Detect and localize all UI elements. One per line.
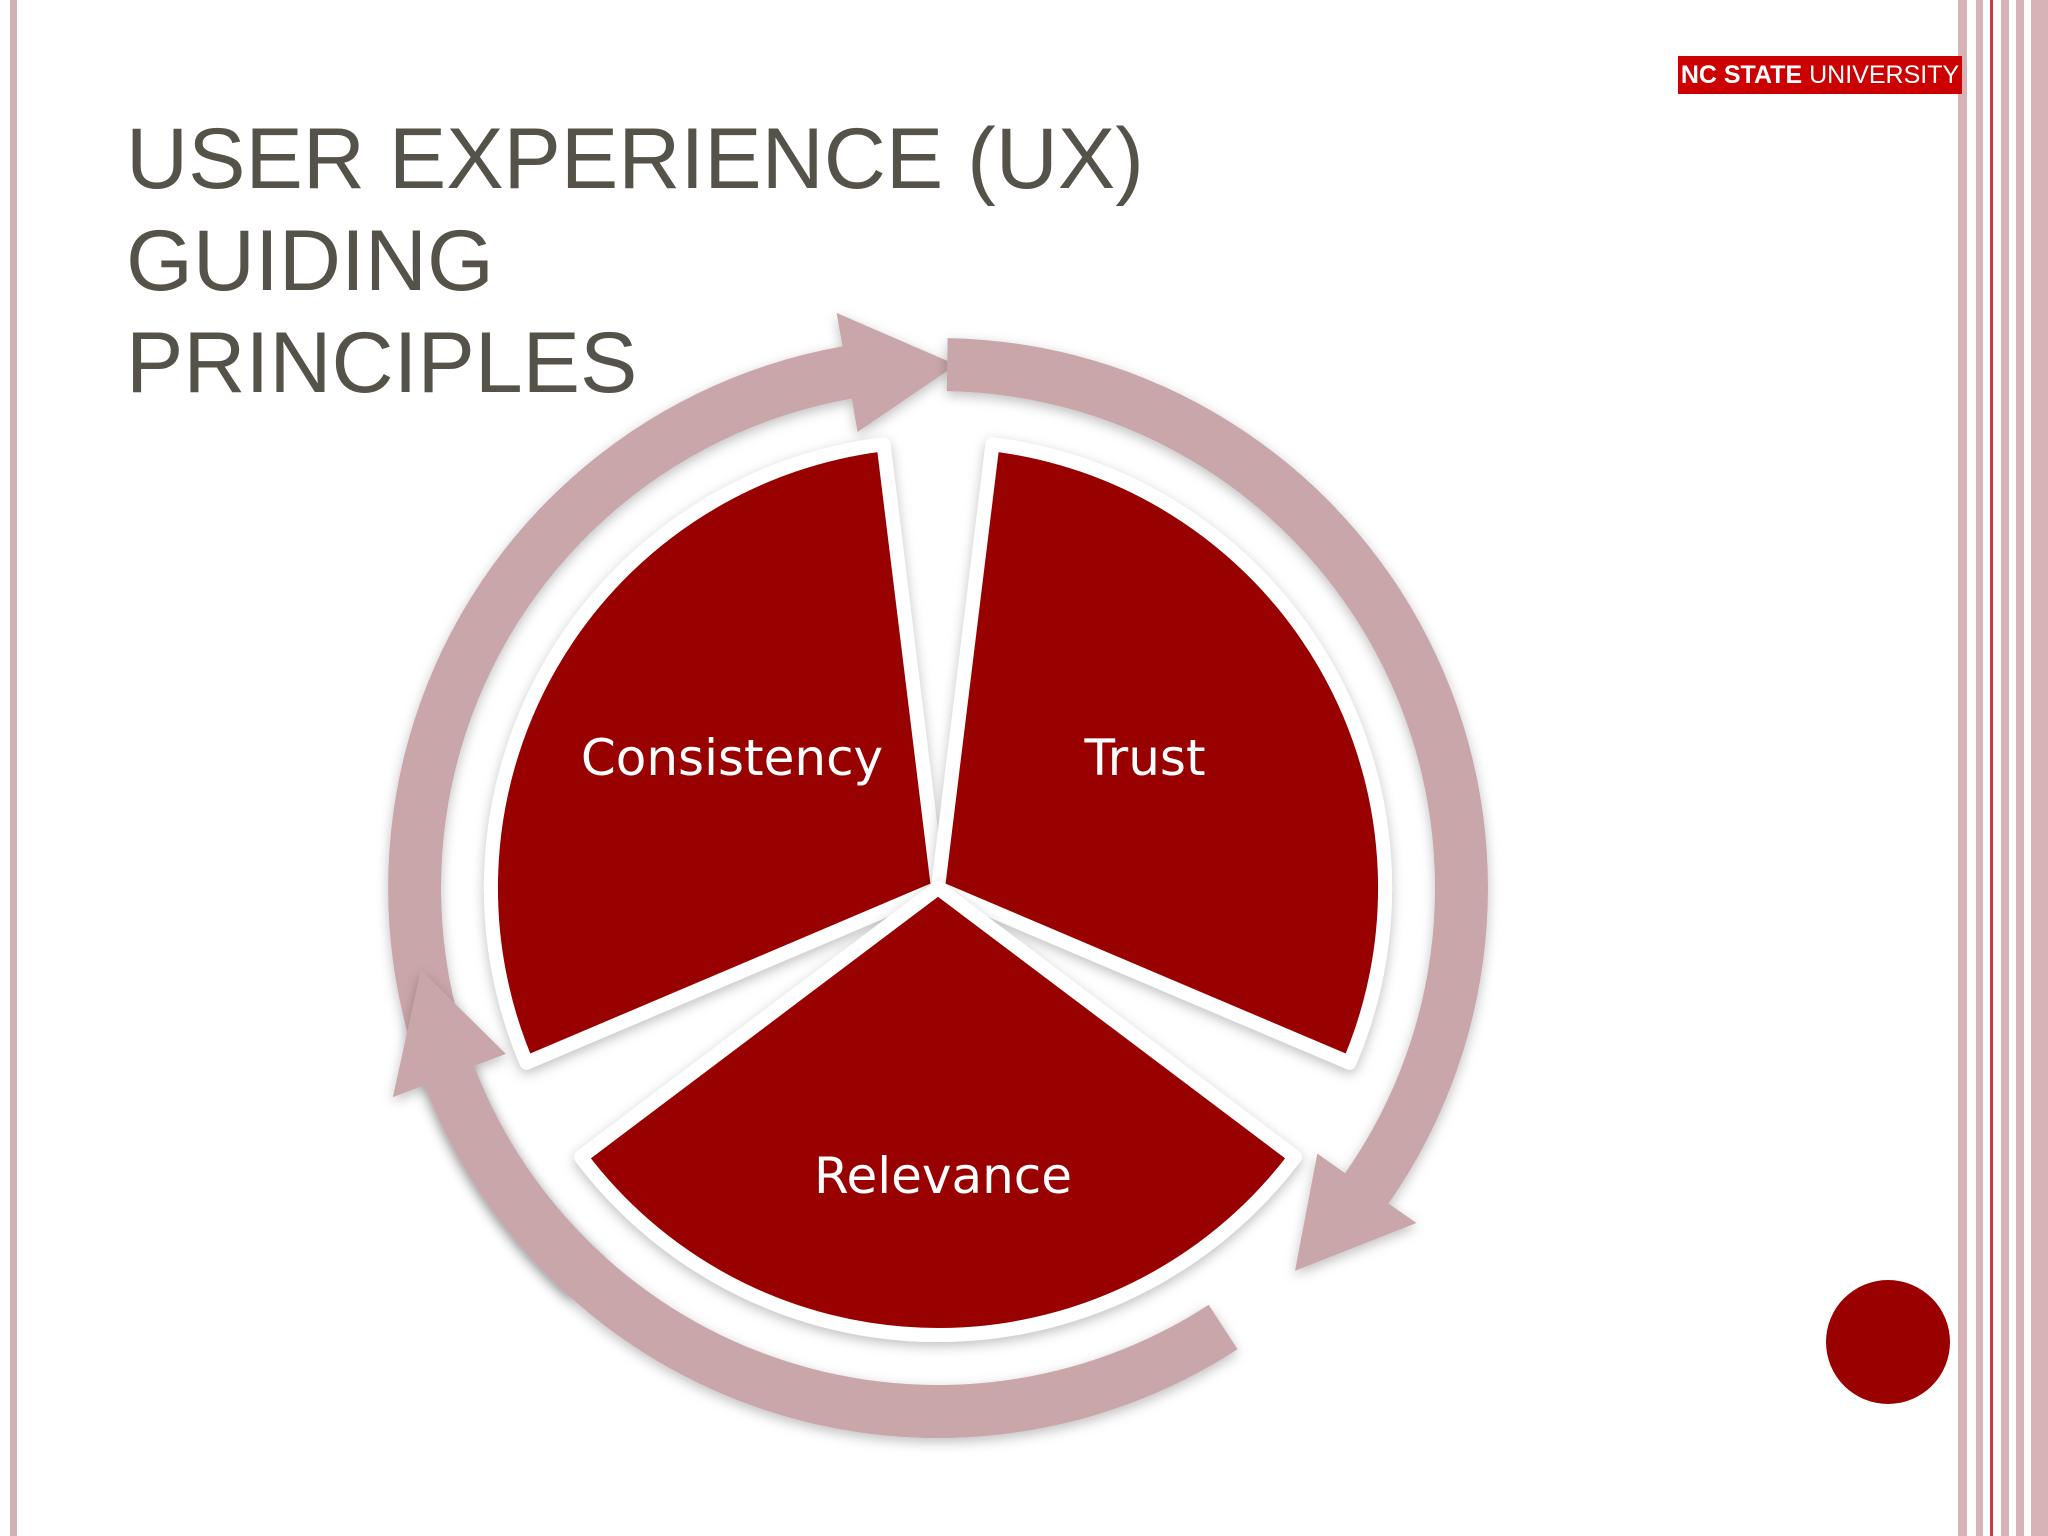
segment-trust <box>931 437 1393 1070</box>
logo-text-strong: NC STATE <box>1680 60 1803 89</box>
slide-title: USER EXPERIENCE (UX) GUIDING PRINCIPLES <box>126 108 1526 414</box>
right-border-stripe <box>2031 0 2048 1536</box>
left-border-stripe <box>10 0 17 1536</box>
segment-relevance <box>574 881 1302 1342</box>
logo-text-light: UNIVERSITY <box>1809 60 1960 89</box>
cycle-arrows <box>388 312 1488 1439</box>
right-border-stripe <box>1976 0 1983 1536</box>
slide-title-line-2: PRINCIPLES <box>126 315 638 411</box>
right-border-stripe <box>1958 0 1967 1536</box>
slide-title-line-1: USER EXPERIENCE (UX) GUIDING <box>126 111 1144 309</box>
cycle-segments <box>483 437 1393 1342</box>
arrow-to-consistency <box>392 969 1238 1439</box>
nc-state-logo: NC STATE UNIVERSITY <box>1678 56 1962 94</box>
arrow-to-relevance <box>946 338 1488 1271</box>
decorative-circle <box>1826 1280 1950 1404</box>
right-border-stripe-accent <box>1990 0 1993 1536</box>
segment-label-relevance: Relevance <box>814 1147 1072 1205</box>
segment-consistency <box>483 437 945 1070</box>
segment-label-consistency: Consistency <box>581 729 883 787</box>
segment-label-trust: Trust <box>1083 729 1205 787</box>
arrow-to-trust <box>388 312 957 1297</box>
right-border-stripe <box>2016 0 2024 1536</box>
right-border-stripe <box>2001 0 2009 1536</box>
